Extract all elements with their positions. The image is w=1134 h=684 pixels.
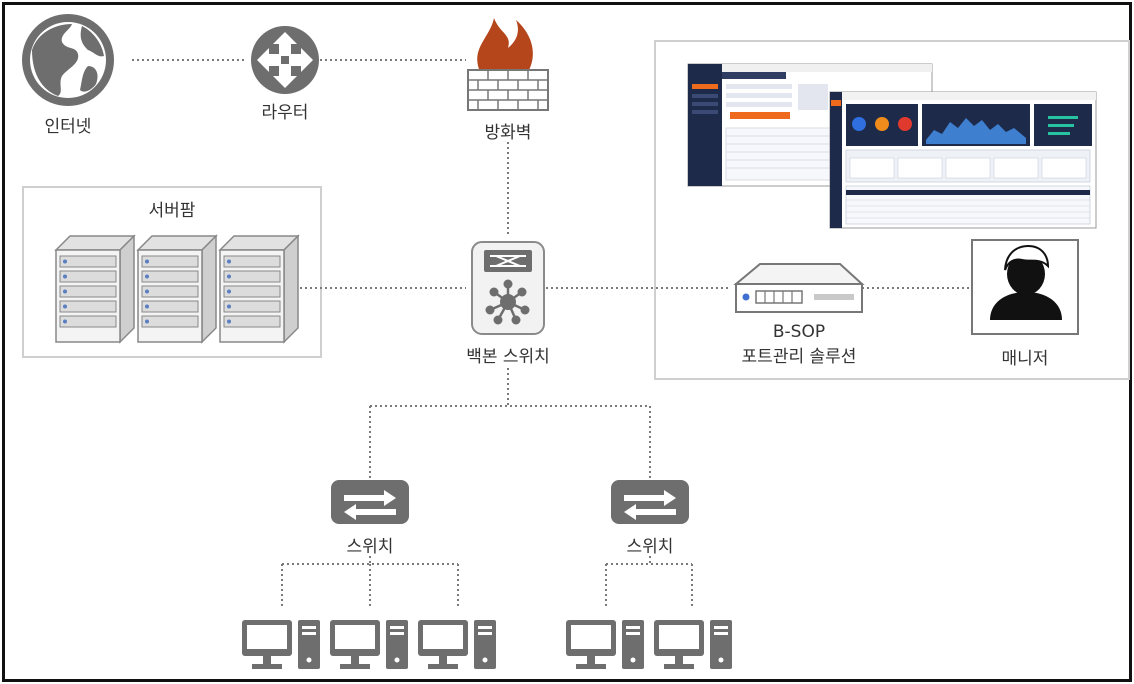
manager-label: 매니저 (1001, 349, 1049, 369)
bsop-label-line1: B-SOP (772, 322, 826, 342)
pc-icon-2 (330, 620, 408, 669)
appliance-icon (733, 263, 865, 313)
bsop-label-line2: 포트관리 솔루션 (741, 347, 857, 367)
switch-right-label: 스위치 (626, 537, 674, 557)
router-icon (251, 26, 319, 94)
management-box (654, 40, 1130, 380)
backbone-switch-label: 백본 스위치 (466, 347, 550, 367)
pc-icon-3 (418, 620, 496, 669)
dashboard-screenshot-front (829, 91, 1097, 229)
server-rack-icon-3 (218, 234, 300, 344)
pc-icon-4 (566, 620, 644, 669)
internet-label: 인터넷 (44, 117, 92, 137)
switch-left-label: 스위치 (346, 537, 394, 557)
router-label: 라우터 (261, 103, 309, 123)
server-rack-icon-1 (54, 234, 136, 344)
firewall-label: 방화벽 (484, 123, 532, 143)
connection-lines (132, 59, 972, 606)
switch-icon-left (331, 480, 409, 524)
manager-icon (971, 239, 1079, 335)
pc-icon-5 (654, 620, 732, 669)
globe-icon (22, 14, 114, 106)
server-rack-icon-2 (136, 234, 218, 344)
firewall-icon (467, 18, 549, 111)
switch-icon-right (611, 480, 689, 524)
server-farm-label: 서버팜 (148, 201, 196, 221)
pc-icon-1 (242, 620, 320, 669)
server-farm-box (22, 186, 322, 358)
backbone-switch-icon (471, 241, 545, 335)
dashboard-screenshot-back (687, 63, 933, 187)
